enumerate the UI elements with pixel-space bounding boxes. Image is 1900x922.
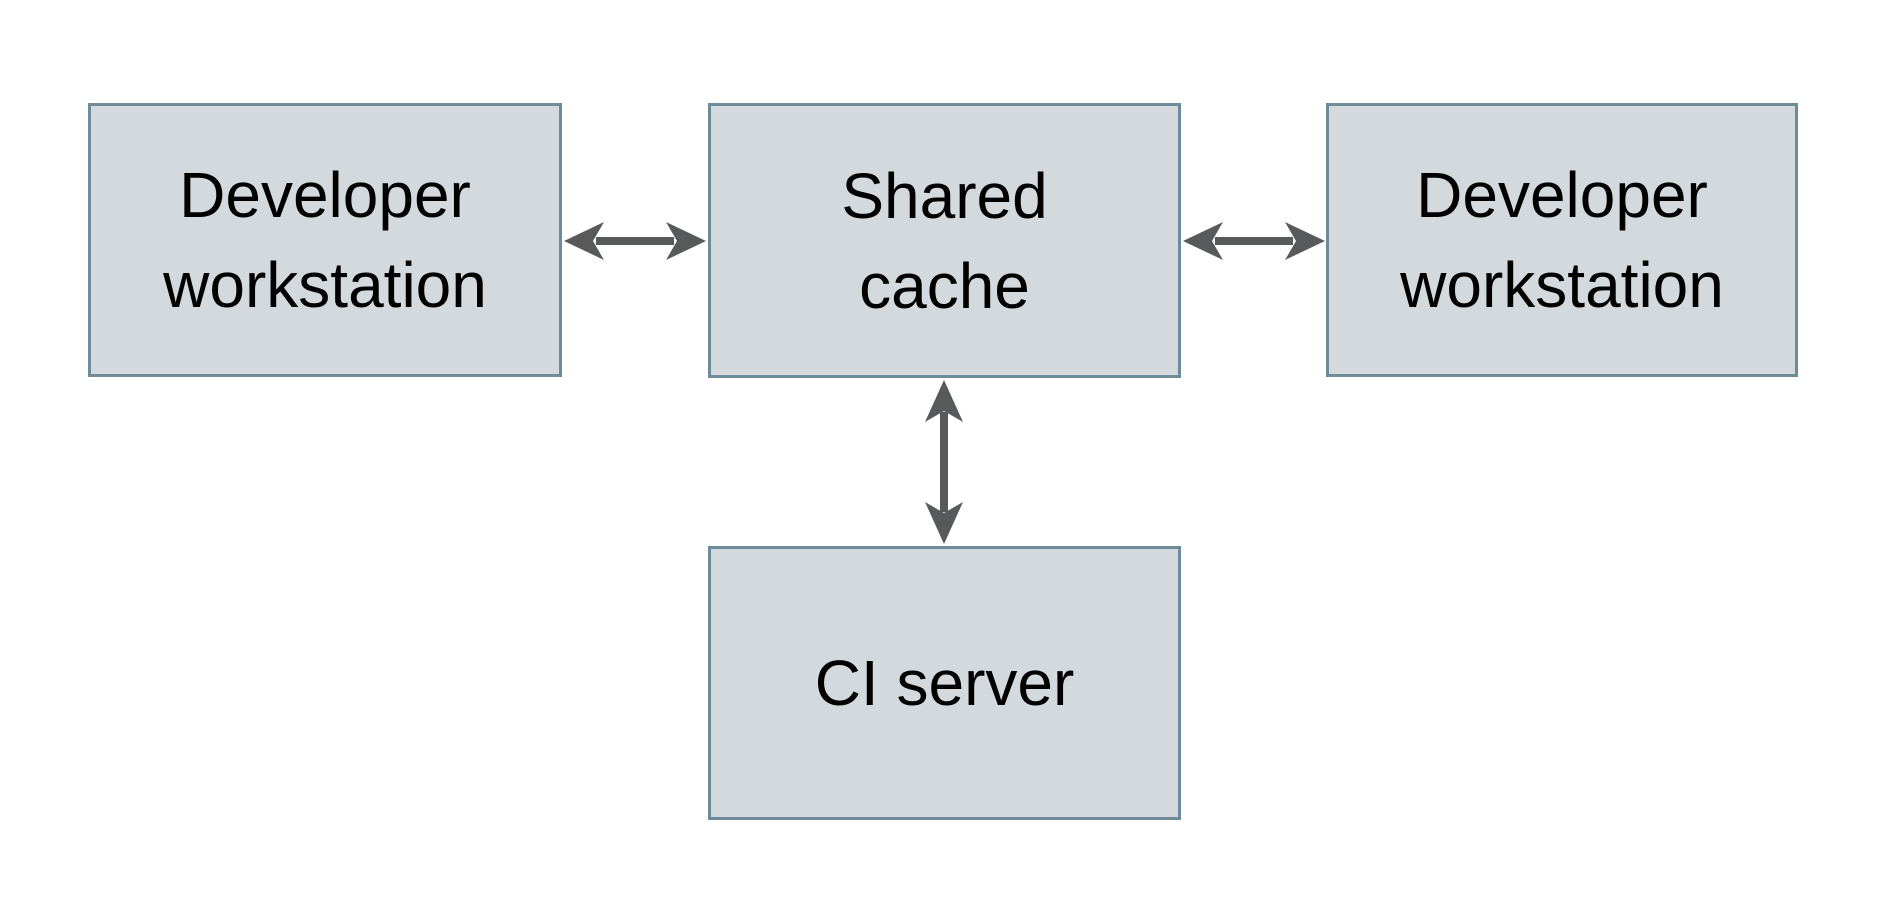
node-ci-server: CI server [708, 546, 1181, 820]
node-shared-cache: Shared cache [708, 103, 1181, 378]
bidirectional-arrow-left-workstation-cache [562, 219, 708, 263]
node-label-line: Developer [1416, 159, 1708, 231]
node-label-line: workstation [1400, 249, 1724, 321]
node-label-line: cache [859, 249, 1030, 322]
bidirectional-arrow-cache-ci-server [922, 378, 966, 546]
node-developer-workstation-left: Developer workstation [88, 103, 562, 377]
node-label-line: Shared [841, 159, 1048, 232]
node-label-line: Developer [179, 159, 471, 231]
bidirectional-arrow-cache-right-workstation [1181, 219, 1327, 263]
node-label-line: CI server [814, 647, 1075, 719]
node-developer-workstation-right: Developer workstation [1326, 103, 1798, 377]
node-label-line: workstation [163, 249, 487, 321]
double-arrow-icon [925, 380, 963, 544]
double-arrow-icon [564, 222, 706, 260]
double-arrow-icon [1183, 222, 1325, 260]
